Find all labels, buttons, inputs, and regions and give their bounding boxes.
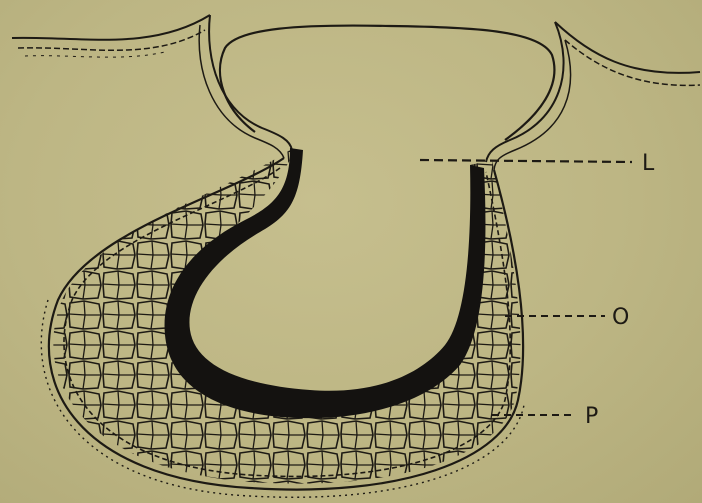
surface-right	[555, 22, 700, 85]
dark-lining	[165, 148, 486, 418]
label-l: L	[642, 151, 655, 176]
upper-opening	[199, 15, 570, 170]
surface-left	[12, 15, 210, 57]
label-p: P	[585, 404, 598, 429]
label-o: O	[612, 305, 629, 330]
